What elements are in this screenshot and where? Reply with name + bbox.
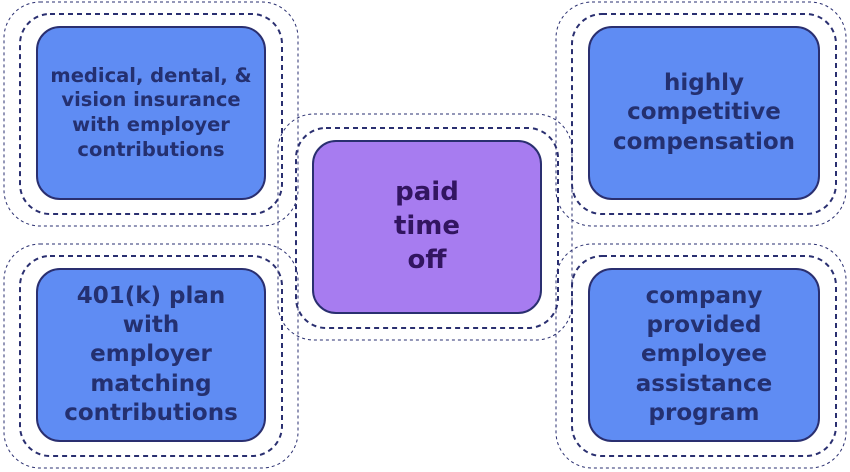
- benefit-card-eap: company provided employee assistance pro…: [588, 268, 820, 442]
- benefit-label-401k: 401(k) plan with employer matching contr…: [64, 282, 238, 426]
- benefit-label-eap: company provided employee assistance pro…: [635, 282, 773, 426]
- outline-outer-eap: [555, 243, 847, 469]
- benefit-card-401k: 401(k) plan with employer matching contr…: [36, 268, 266, 442]
- outline-outer-compensation: [555, 1, 847, 227]
- outline-inner-eap: [571, 255, 837, 457]
- outline-inner-medical: [19, 13, 283, 215]
- outline-outer-401k: [3, 243, 299, 469]
- benefit-card-compensation: highly competitive compensation: [588, 26, 820, 200]
- outline-inner-compensation: [571, 13, 837, 215]
- center-label-paid-time-off: paid time off: [393, 177, 461, 275]
- outline-inner-401k: [19, 255, 283, 457]
- outline-inner-pto: [295, 127, 559, 329]
- benefit-label-compensation: highly competitive compensation: [612, 70, 796, 155]
- outline-outer-pto: [277, 113, 573, 341]
- outline-outer-medical: [3, 1, 299, 227]
- center-card-paid-time-off: paid time off: [312, 140, 542, 314]
- benefit-label-medical: medical, dental, & vision insurance with…: [50, 63, 252, 161]
- benefit-card-medical: medical, dental, & vision insurance with…: [36, 26, 266, 200]
